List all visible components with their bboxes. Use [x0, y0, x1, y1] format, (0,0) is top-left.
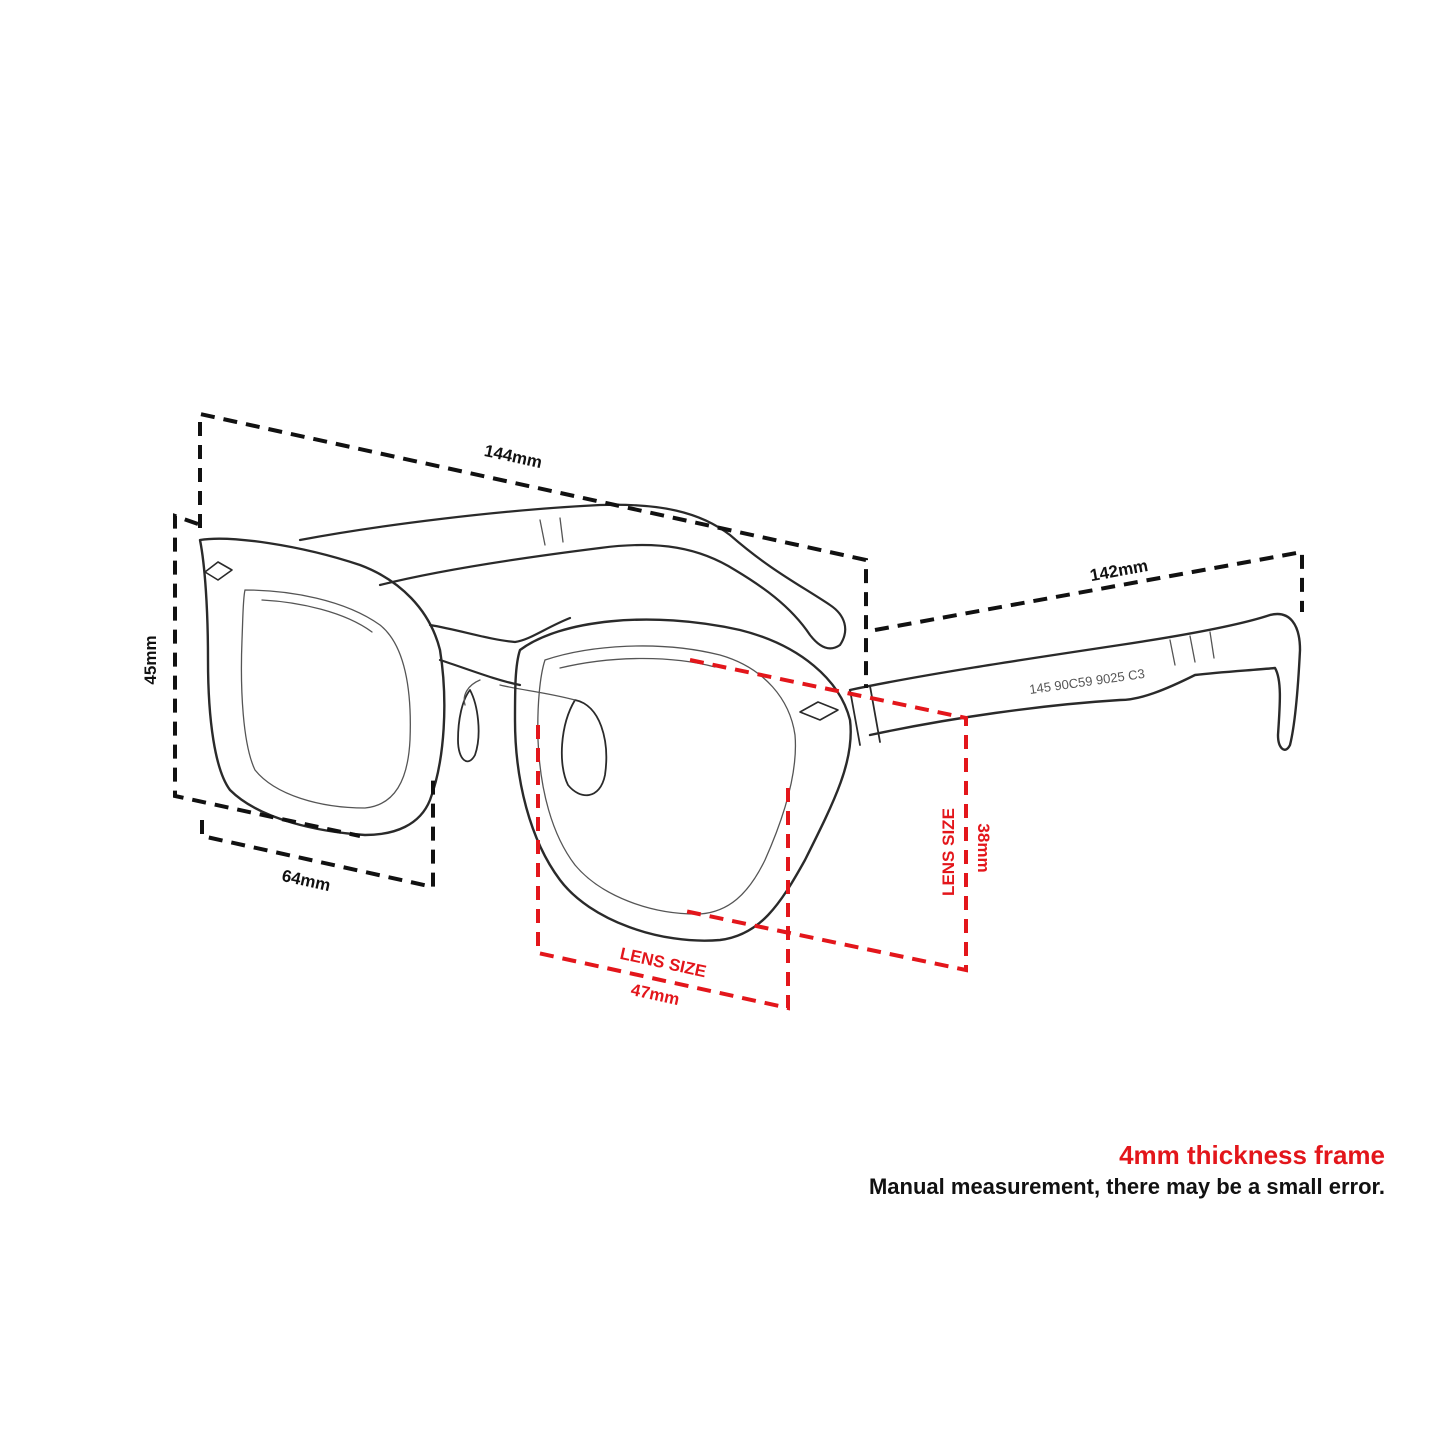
note-title: 4mm thickness frame	[1119, 1140, 1385, 1170]
dimension-labels: 144mm 142mm 45mm 64mm LENS SIZE 38mm LEN…	[141, 441, 1150, 1009]
label-frame-height: 45mm	[141, 635, 160, 684]
dimension-lines-black	[173, 411, 1304, 890]
dim-side-depth	[200, 780, 435, 890]
dim-lens-width	[536, 725, 790, 1011]
right-lens	[537, 645, 797, 915]
label-lens-height-title: LENS SIZE	[939, 808, 958, 896]
left-rim-outer	[198, 537, 446, 837]
note-subtitle: Manual measurement, there may be a small…	[868, 1174, 1385, 1199]
label-lens-width-value: 47mm	[629, 980, 681, 1009]
label-side-depth: 64mm	[280, 866, 332, 895]
right-rim-outer	[513, 618, 852, 942]
label-temple-length: 142mm	[1088, 556, 1149, 585]
dim-temple-length	[874, 549, 1304, 632]
label-lens-height-value: 38mm	[974, 823, 993, 872]
label-total-width: 144mm	[483, 441, 544, 472]
nose-pad-left	[457, 689, 480, 763]
near-temple	[848, 612, 1302, 751]
nose-pad-right	[560, 699, 608, 797]
dim-frame-height	[173, 513, 361, 838]
bridge	[428, 616, 572, 687]
temple-print: 145 90C59 9025 C3	[1028, 666, 1145, 697]
dim-total-width	[198, 411, 868, 688]
dim-lens-height	[679, 658, 968, 973]
dimension-lines-red	[536, 658, 968, 1011]
left-lens	[240, 589, 411, 809]
far-temple	[298, 503, 847, 650]
label-lens-width-title: LENS SIZE	[618, 944, 708, 981]
